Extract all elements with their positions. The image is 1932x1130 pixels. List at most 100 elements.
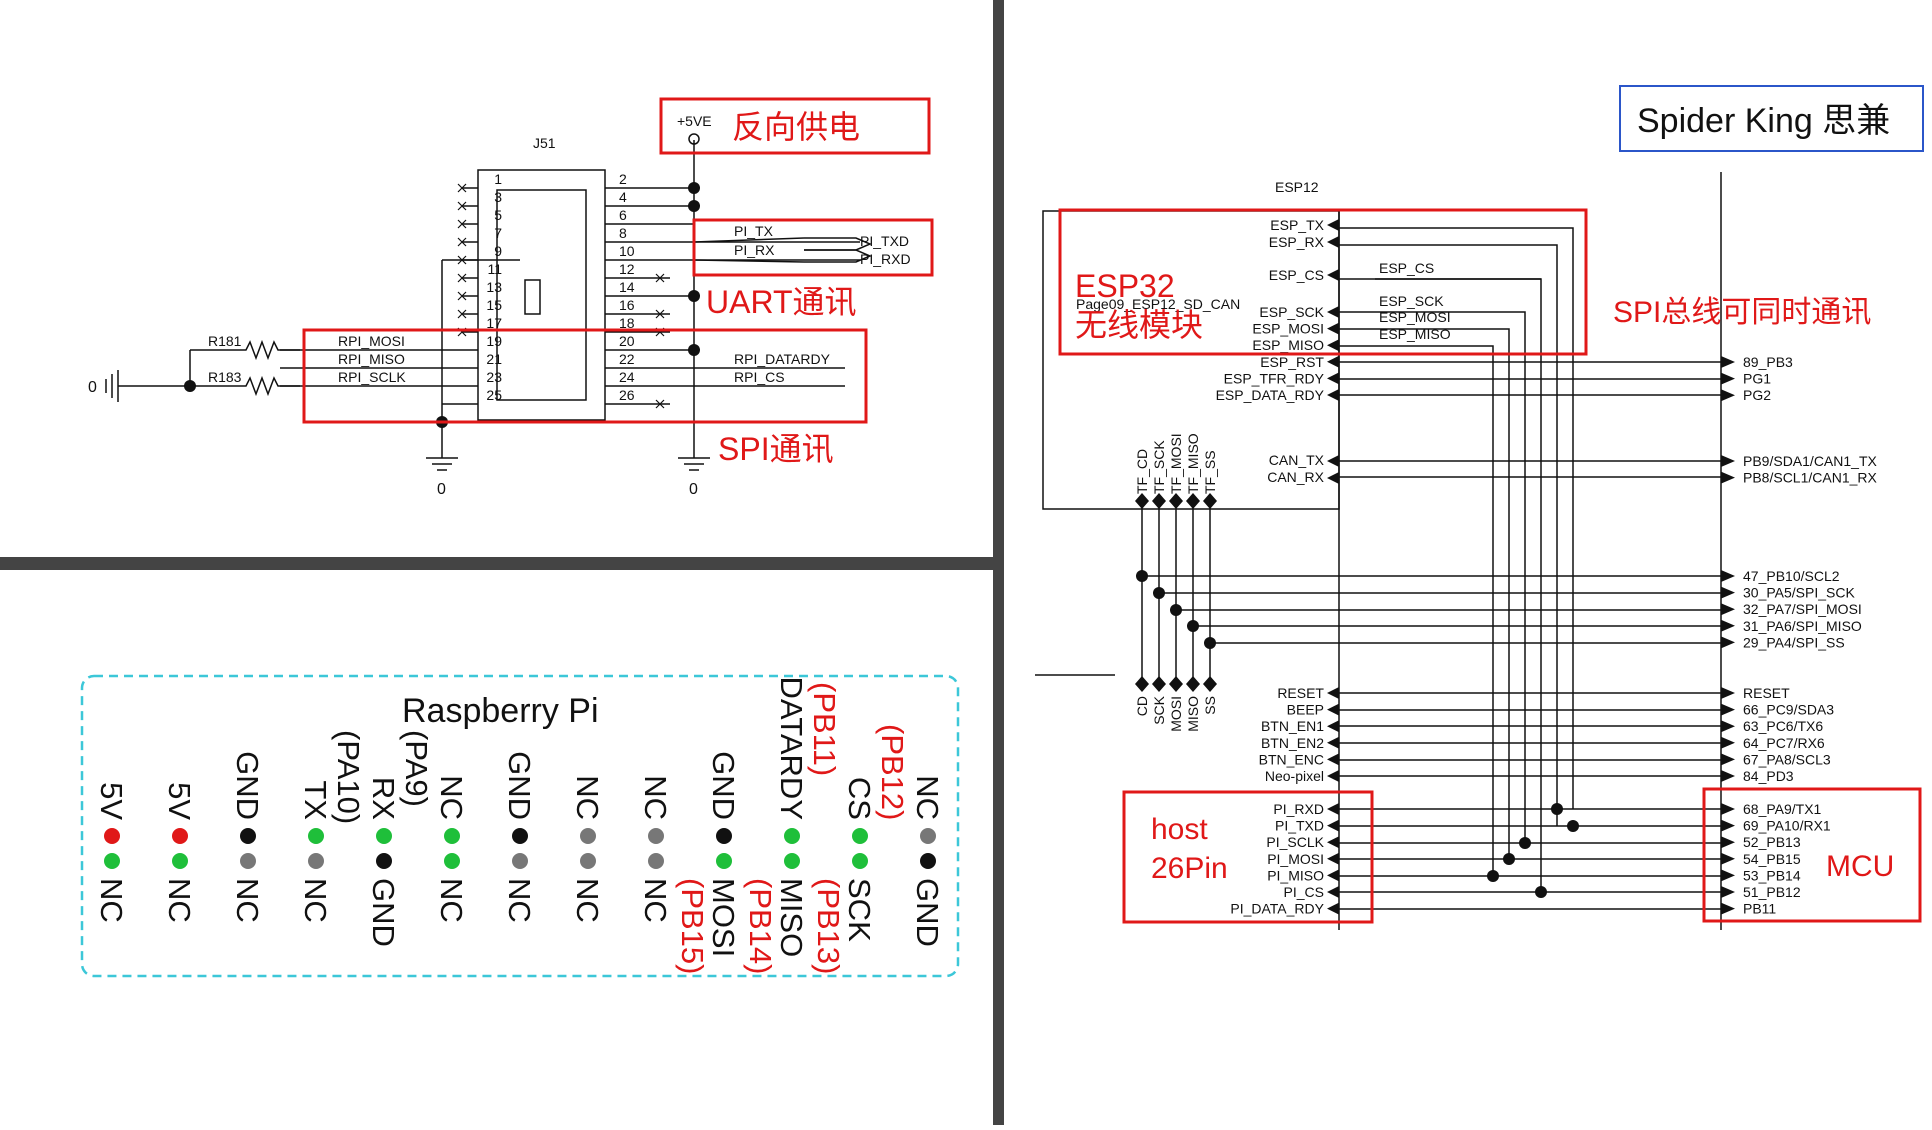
esp-pin-label: BEEP [1287, 702, 1324, 718]
pin-dot-top [852, 828, 868, 844]
pin-number: 16 [619, 297, 635, 313]
tf-pin-label: TF_MISO [1185, 433, 1201, 494]
sd-pin-label: SCK [1151, 695, 1167, 724]
pi-rxd-label: PI_RXD [860, 251, 911, 267]
pin-label-bottom: MISO [774, 878, 809, 957]
zero-left-label: 0 [88, 379, 97, 396]
pin-arrow [1721, 687, 1735, 699]
brand-box [1619, 85, 1924, 152]
pin-number: 8 [619, 225, 627, 241]
pin-label-bottom: NC [638, 878, 673, 923]
raspberry-title: Raspberry Pi [402, 692, 599, 730]
pin-arrow [1721, 570, 1735, 582]
pin-number: 24 [619, 369, 635, 385]
pin-dot-top [716, 828, 732, 844]
pin-dot-top [444, 828, 460, 844]
pin-number: 15 [486, 297, 502, 313]
mcu-pin-label: PG1 [1743, 371, 1771, 387]
pin-label-top: NC [910, 775, 945, 820]
pin-arrow [1327, 886, 1339, 898]
pin-number: 3 [494, 189, 502, 205]
esp-pin-label: ESP_TFR_RDY [1224, 370, 1325, 386]
pin-arrow [1721, 619, 1735, 632]
pin-label-top: GND [502, 751, 537, 820]
pin-label-bottom: NC [570, 878, 605, 923]
bus-cs-label: ESP_CS [1379, 260, 1434, 276]
mcu-pin-label: 64_PC7/RX6 [1743, 735, 1825, 751]
pin-arrow [1721, 455, 1735, 467]
resistor-181: R181 [208, 333, 242, 349]
horizontal-divider [0, 557, 993, 570]
pin-arrow [1327, 687, 1339, 699]
pin-arrow [1721, 753, 1735, 766]
pin-label-bottom: MOSI [706, 878, 741, 957]
pin-arrow [1327, 770, 1339, 782]
raspberry-pin-columns: 5VNC5VNCGNDNCTX(PA10)NCRX(PA9)GNDNCNCGND… [94, 676, 945, 974]
pin-dot-bottom [444, 853, 460, 869]
spi-bus-label: SPI总线可同时通讯 [1613, 296, 1871, 329]
pin-arrow [1327, 852, 1339, 865]
esp-pin-label: ESP_TX [1270, 217, 1324, 233]
pin-dot-bottom [852, 853, 868, 869]
pin-arrow [1327, 902, 1339, 915]
host-sub-label: 26Pin [1151, 852, 1228, 885]
pin-diamond [1186, 493, 1200, 509]
mcu-pin-label: PB11 [1743, 901, 1776, 917]
pin-arrow [1327, 819, 1339, 832]
pin-arrow [1721, 356, 1735, 368]
pin-label-bottom: NC [502, 878, 537, 923]
mcu-pin-label: PG2 [1743, 387, 1771, 403]
esp-page-label: Page09_ESP12_SD_CAN [1076, 296, 1240, 312]
pin-sub-bottom: (PB13) [811, 878, 846, 974]
mcu-pin-label: 84_PD3 [1743, 768, 1794, 784]
mcu-pin-label: 29_PA4/SPI_SS [1743, 634, 1845, 650]
gnd-left-label: 0 [437, 481, 446, 498]
pin-arrow [1721, 372, 1735, 385]
pin-number: 18 [619, 315, 635, 331]
pin-diamond [1169, 493, 1183, 509]
pin-label-bottom: SCK [842, 878, 877, 942]
pin-diamond [1203, 493, 1217, 509]
pin-arrow [1721, 836, 1735, 849]
pin-number: 5 [494, 207, 502, 223]
mcu-pin-label: 66_PC9/SDA3 [1743, 702, 1834, 718]
pin-arrow [1721, 902, 1735, 915]
bus-mosi-label: ESP_MOSI [1379, 309, 1451, 325]
pin-dot-top [784, 828, 800, 844]
pin-arrow [1327, 753, 1339, 766]
rpi-miso-label: RPI_MISO [338, 351, 405, 367]
pin-number: 20 [619, 333, 635, 349]
esp-pin-label: CAN_TX [1269, 452, 1325, 468]
pin-label-bottom: GND [366, 878, 401, 947]
pin-number: 7 [494, 225, 502, 241]
esp-pin-label: RESET [1277, 685, 1324, 701]
tf-pin-label: TF_CD [1134, 449, 1150, 494]
esp32-title: ESP32 [1075, 268, 1175, 304]
pi-tx-label: PI_TX [734, 223, 774, 239]
pin-arrow [1327, 269, 1339, 281]
host-label: host [1151, 813, 1208, 846]
pin-label-top: TX [298, 780, 333, 820]
esp-pin-label: PI_RXD [1273, 801, 1324, 817]
esp-pin-label: PI_TXD [1275, 818, 1324, 834]
pin-dot-top [308, 828, 324, 844]
tf-pin-label: TF_SCK [1151, 440, 1167, 494]
esp12-ref: ESP12 [1275, 179, 1319, 195]
pin-dot-top [580, 828, 596, 844]
esp-pin-label: Neo-pixel [1265, 768, 1324, 784]
pin-arrow [1327, 236, 1339, 248]
pin-arrow [1721, 852, 1735, 865]
pin-label-bottom: NC [162, 878, 197, 923]
highlight-boxes-left [302, 97, 934, 424]
pin-sub-bottom: (PB15) [675, 878, 710, 974]
sd-pin-label: CD [1134, 696, 1150, 716]
pin-arrow [1721, 819, 1735, 832]
pin-label-bottom: NC [434, 878, 469, 923]
vertical-divider [993, 0, 1004, 1125]
pin-label-bottom: GND [910, 878, 945, 947]
pin-arrow [1327, 306, 1339, 318]
pin-arrow [1721, 389, 1735, 402]
pin-dot-bottom [376, 853, 392, 869]
